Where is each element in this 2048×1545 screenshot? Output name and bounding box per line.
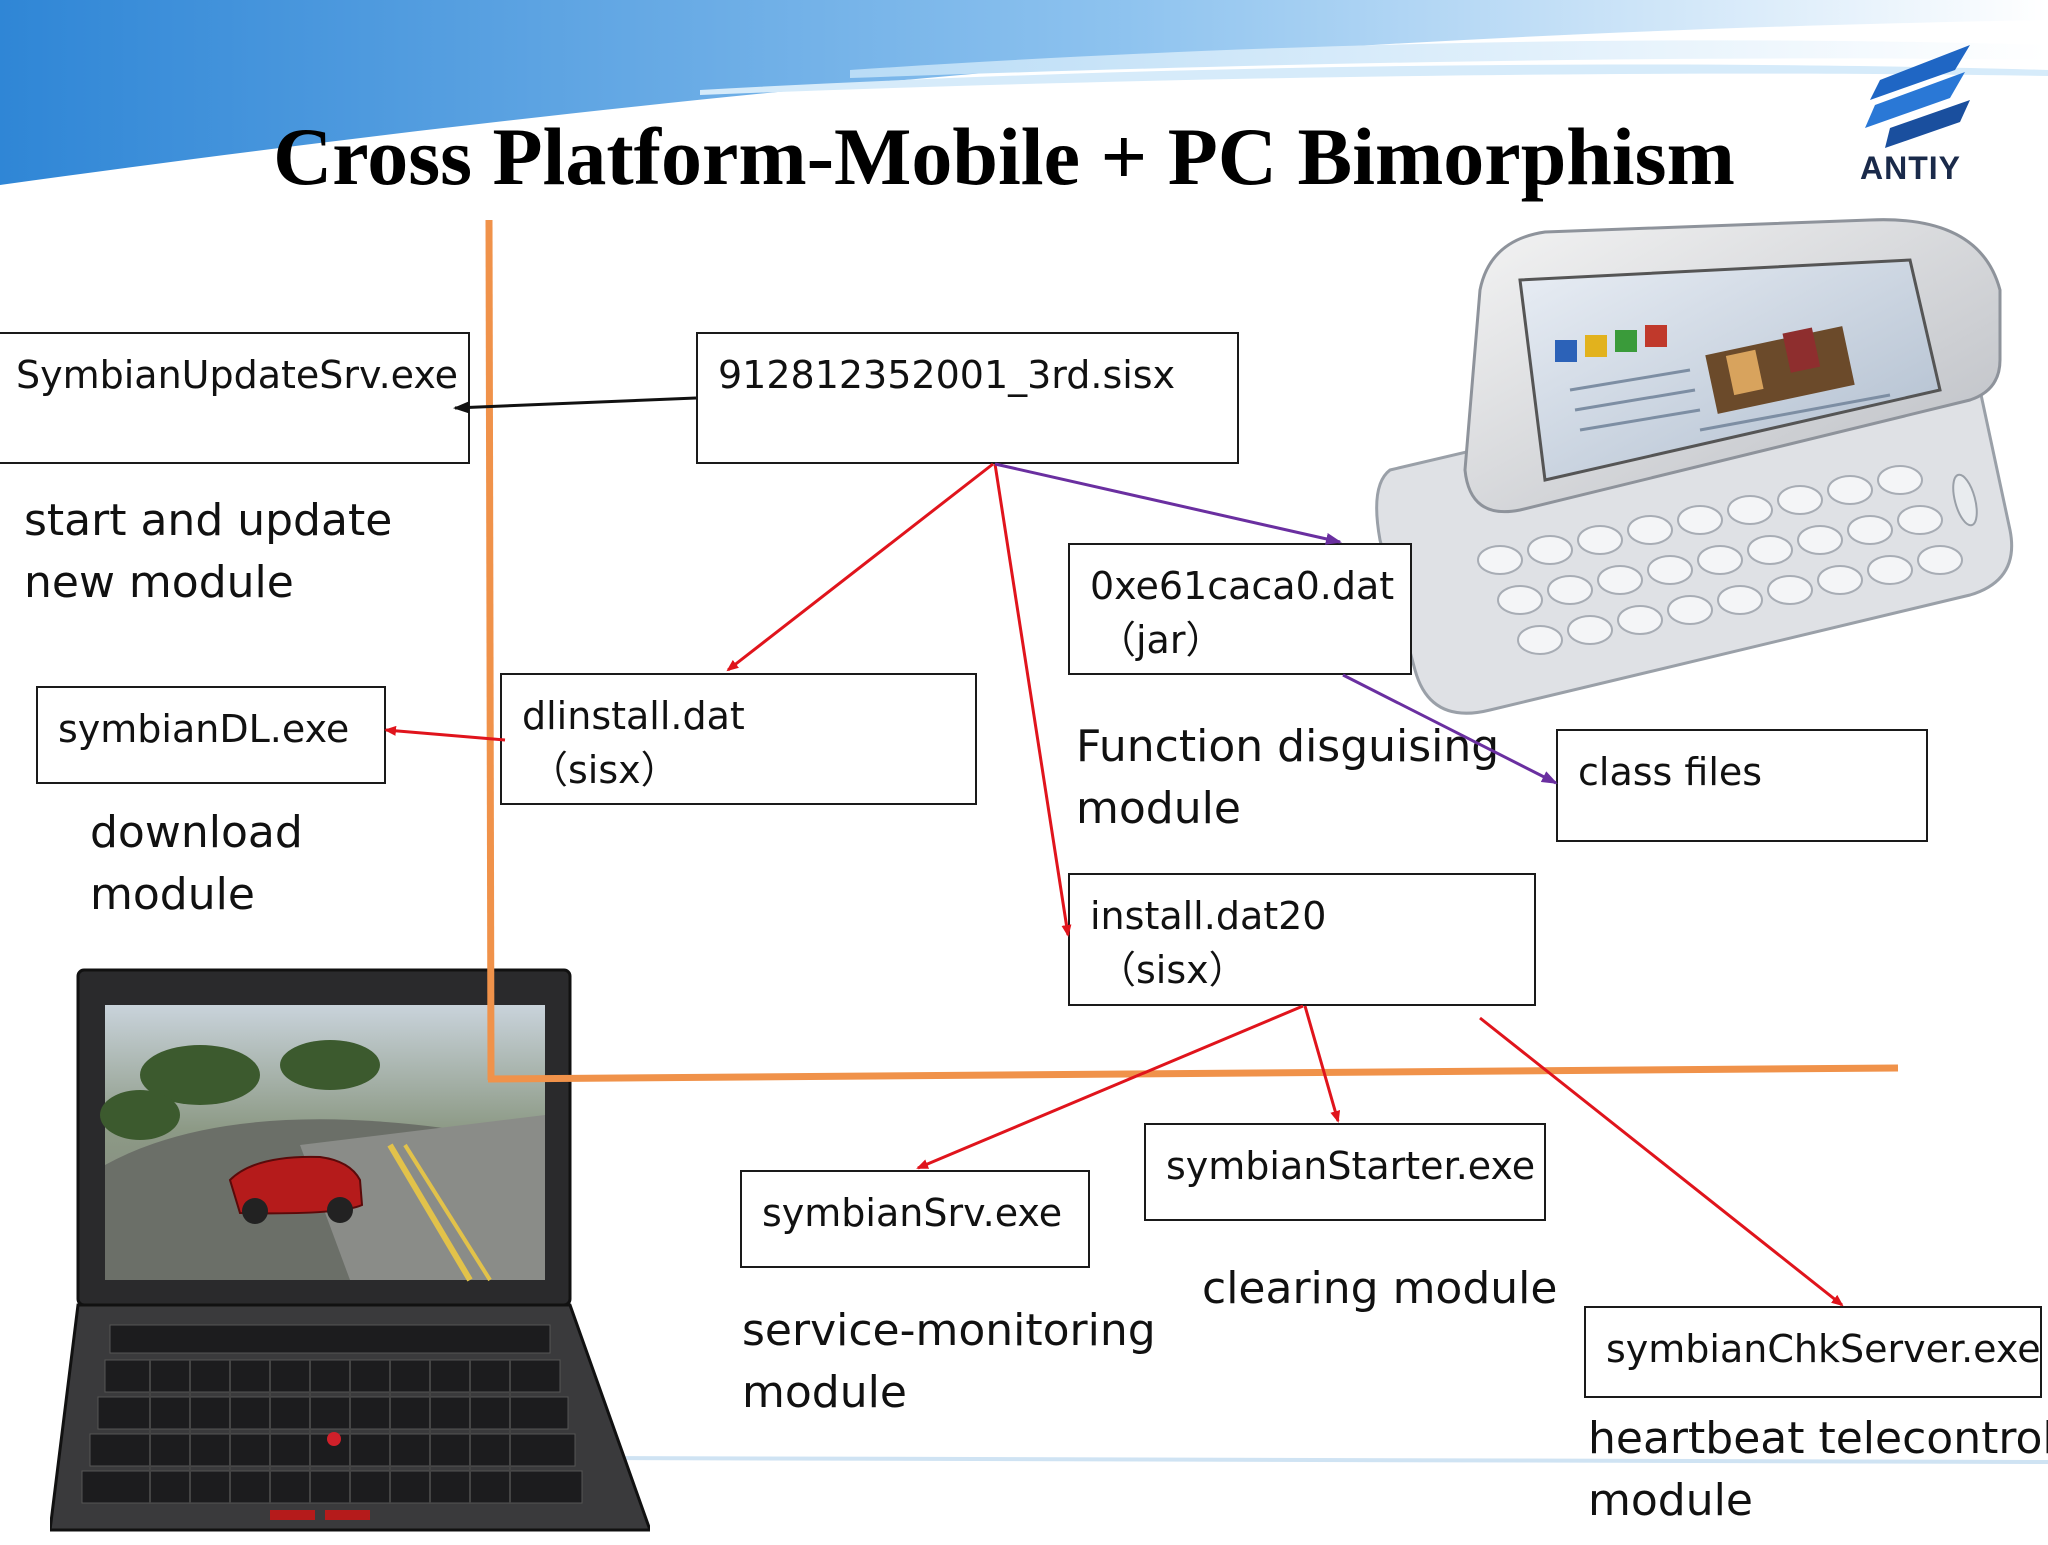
dlinstall-dat-box: dlinstall.dat（sisx）	[500, 673, 977, 805]
class-files-box: class files	[1556, 729, 1928, 842]
arrow-sisx-to-install20	[993, 463, 1072, 937]
symbian-update-srv-box: SymbianUpdateSrv.exe	[0, 332, 470, 464]
arrow-install20-to-srv	[916, 1004, 1304, 1170]
arrow-dlinstall-to-symbiandl	[384, 725, 506, 742]
symbian-starter-box: symbianStarter.exe	[1144, 1123, 1546, 1221]
symbian-dl-box: symbianDL.exe	[36, 686, 386, 784]
laptop-image	[50, 968, 650, 1532]
arrow-sisx-to-jar	[994, 462, 1342, 545]
jar-dat-box: 0xe61caca0.dat（jar）	[1068, 543, 1412, 675]
arrow-sisx-to-update	[453, 396, 697, 414]
antiy-logo-text: ANTIY	[1860, 150, 1961, 186]
slide-title: Cross Platform-Mobile + PC Bimorphism	[273, 111, 1735, 202]
antiy-logo-mark	[1865, 45, 1970, 148]
symbian-srv-box: symbianSrv.exe	[740, 1170, 1090, 1268]
caption-clearing: clearing module	[1202, 1263, 1558, 1314]
arrow-install20-to-chk	[1479, 1016, 1844, 1307]
arrow-jar-to-classfiles	[1342, 673, 1558, 785]
symbian-chk-server-box: symbianChkServer.exe	[1584, 1306, 2042, 1398]
phone-image	[1375, 218, 2014, 715]
sisx-package-box: 912812352001_3rd.sisx	[696, 332, 1239, 464]
arrow-sisx-to-dlinstall	[726, 462, 994, 672]
arrow-install20-to-starter	[1303, 1005, 1341, 1123]
